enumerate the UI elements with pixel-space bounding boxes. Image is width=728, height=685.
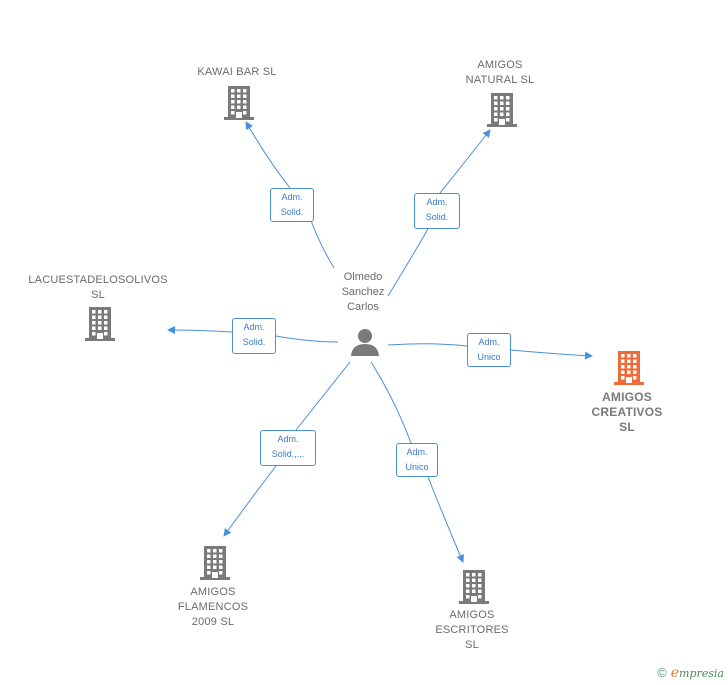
edge-line-amigos-escritores (370, 361, 412, 444)
role-badge-kawai[interactable]: Adm. Solid. (270, 188, 314, 222)
company-name-line: SL (91, 289, 105, 301)
edge-arrow-amigos-flamencos (223, 465, 277, 537)
role-line: Solid. (242, 337, 266, 347)
edge-arrow-amigos-natural (439, 129, 491, 194)
role-badge-amigos-escritores[interactable]: Adm. Unico (396, 443, 438, 477)
center-name-line: Carlos (347, 301, 379, 313)
company-label-kawai[interactable]: KAWAI BAR SL (162, 65, 312, 80)
building-icon (200, 546, 230, 580)
company-name-line: ESCRITORES (435, 624, 509, 636)
edge-arrow-kawai (245, 121, 291, 189)
company-name-line: 2009 SL (191, 616, 235, 628)
company-node-amigos-natural[interactable] (485, 91, 519, 132)
role-line: Adm. (243, 322, 265, 332)
role-line: Adm. (281, 192, 303, 202)
copyright-icon: © (657, 665, 667, 680)
company-node-amigos-flamencos[interactable] (198, 544, 232, 585)
edge-line-amigos-creativos (387, 343, 468, 347)
role-line: Unico (477, 352, 501, 362)
role-line: Unico (405, 462, 429, 472)
brand-initial: e (670, 665, 680, 681)
company-name-line: LACUESTADELOSOLIVOS (28, 274, 168, 286)
company-node-lacuesta[interactable] (83, 305, 117, 346)
company-name-line: SL (619, 420, 635, 434)
company-name-line: SL (465, 639, 479, 651)
edge-arrow-amigos-creativos (510, 349, 593, 360)
company-name-line: AMIGOS (190, 586, 236, 598)
role-badge-amigos-natural[interactable]: Adm. Solid. (414, 193, 460, 229)
brand-name: mpresia (679, 667, 724, 680)
company-name-line: AMIGOS (602, 390, 652, 404)
role-line: Adm. (406, 447, 428, 457)
role-line: Adm. (277, 434, 299, 444)
role-badge-amigos-flamencos[interactable]: Adm. Solid.,... (260, 430, 316, 466)
company-name-line: KAWAI BAR SL (197, 66, 277, 78)
role-badge-amigos-creativos[interactable]: Adm. Unico (467, 333, 511, 367)
company-node-kawai[interactable] (222, 84, 256, 125)
company-name-line: FLAMENCOS (177, 601, 249, 613)
company-name-line: AMIGOS (477, 59, 523, 71)
edge-line-kawai (309, 217, 335, 269)
building-icon (224, 86, 254, 120)
role-line: Adm. (426, 197, 448, 207)
company-label-amigos-natural[interactable]: AMIGOS NATURAL SL (425, 58, 575, 88)
center-name-line: Sanchez (341, 286, 385, 298)
company-label-amigos-flamencos[interactable]: AMIGOS FLAMENCOS 2009 SL (138, 585, 288, 630)
building-icon (487, 93, 517, 127)
role-line: Solid. (425, 212, 449, 222)
edge-arrow-amigos-escritores (427, 476, 464, 563)
edge-line-amigos-natural (387, 228, 429, 297)
center-person-node[interactable] (350, 327, 380, 362)
role-line: Adm. (478, 337, 500, 347)
center-name-line: Olmedo (343, 271, 383, 283)
footer-brand[interactable]: ©empresia (657, 665, 724, 681)
company-name-line: CREATIVOS (591, 405, 663, 419)
edge-line-lacuesta (275, 335, 339, 343)
company-node-amigos-creativos[interactable] (612, 349, 646, 390)
role-badge-lacuesta[interactable]: Adm. Solid. (232, 318, 276, 354)
building-icon (459, 570, 489, 604)
role-line: Solid.,... (271, 449, 305, 459)
building-icon (85, 307, 115, 341)
role-line: Solid. (280, 207, 304, 217)
company-label-lacuesta[interactable]: LACUESTADELOSOLIVOS SL (23, 273, 173, 303)
edge-arrow-lacuesta (167, 326, 233, 335)
company-name-line: NATURAL SL (465, 74, 535, 86)
person-icon (351, 329, 379, 356)
company-node-amigos-escritores[interactable] (457, 568, 491, 609)
company-label-amigos-escritores[interactable]: AMIGOS ESCRITORES SL (397, 608, 547, 653)
company-name-line: AMIGOS (449, 609, 495, 621)
building-icon (614, 351, 644, 385)
edge-line-amigos-flamencos (295, 361, 351, 431)
